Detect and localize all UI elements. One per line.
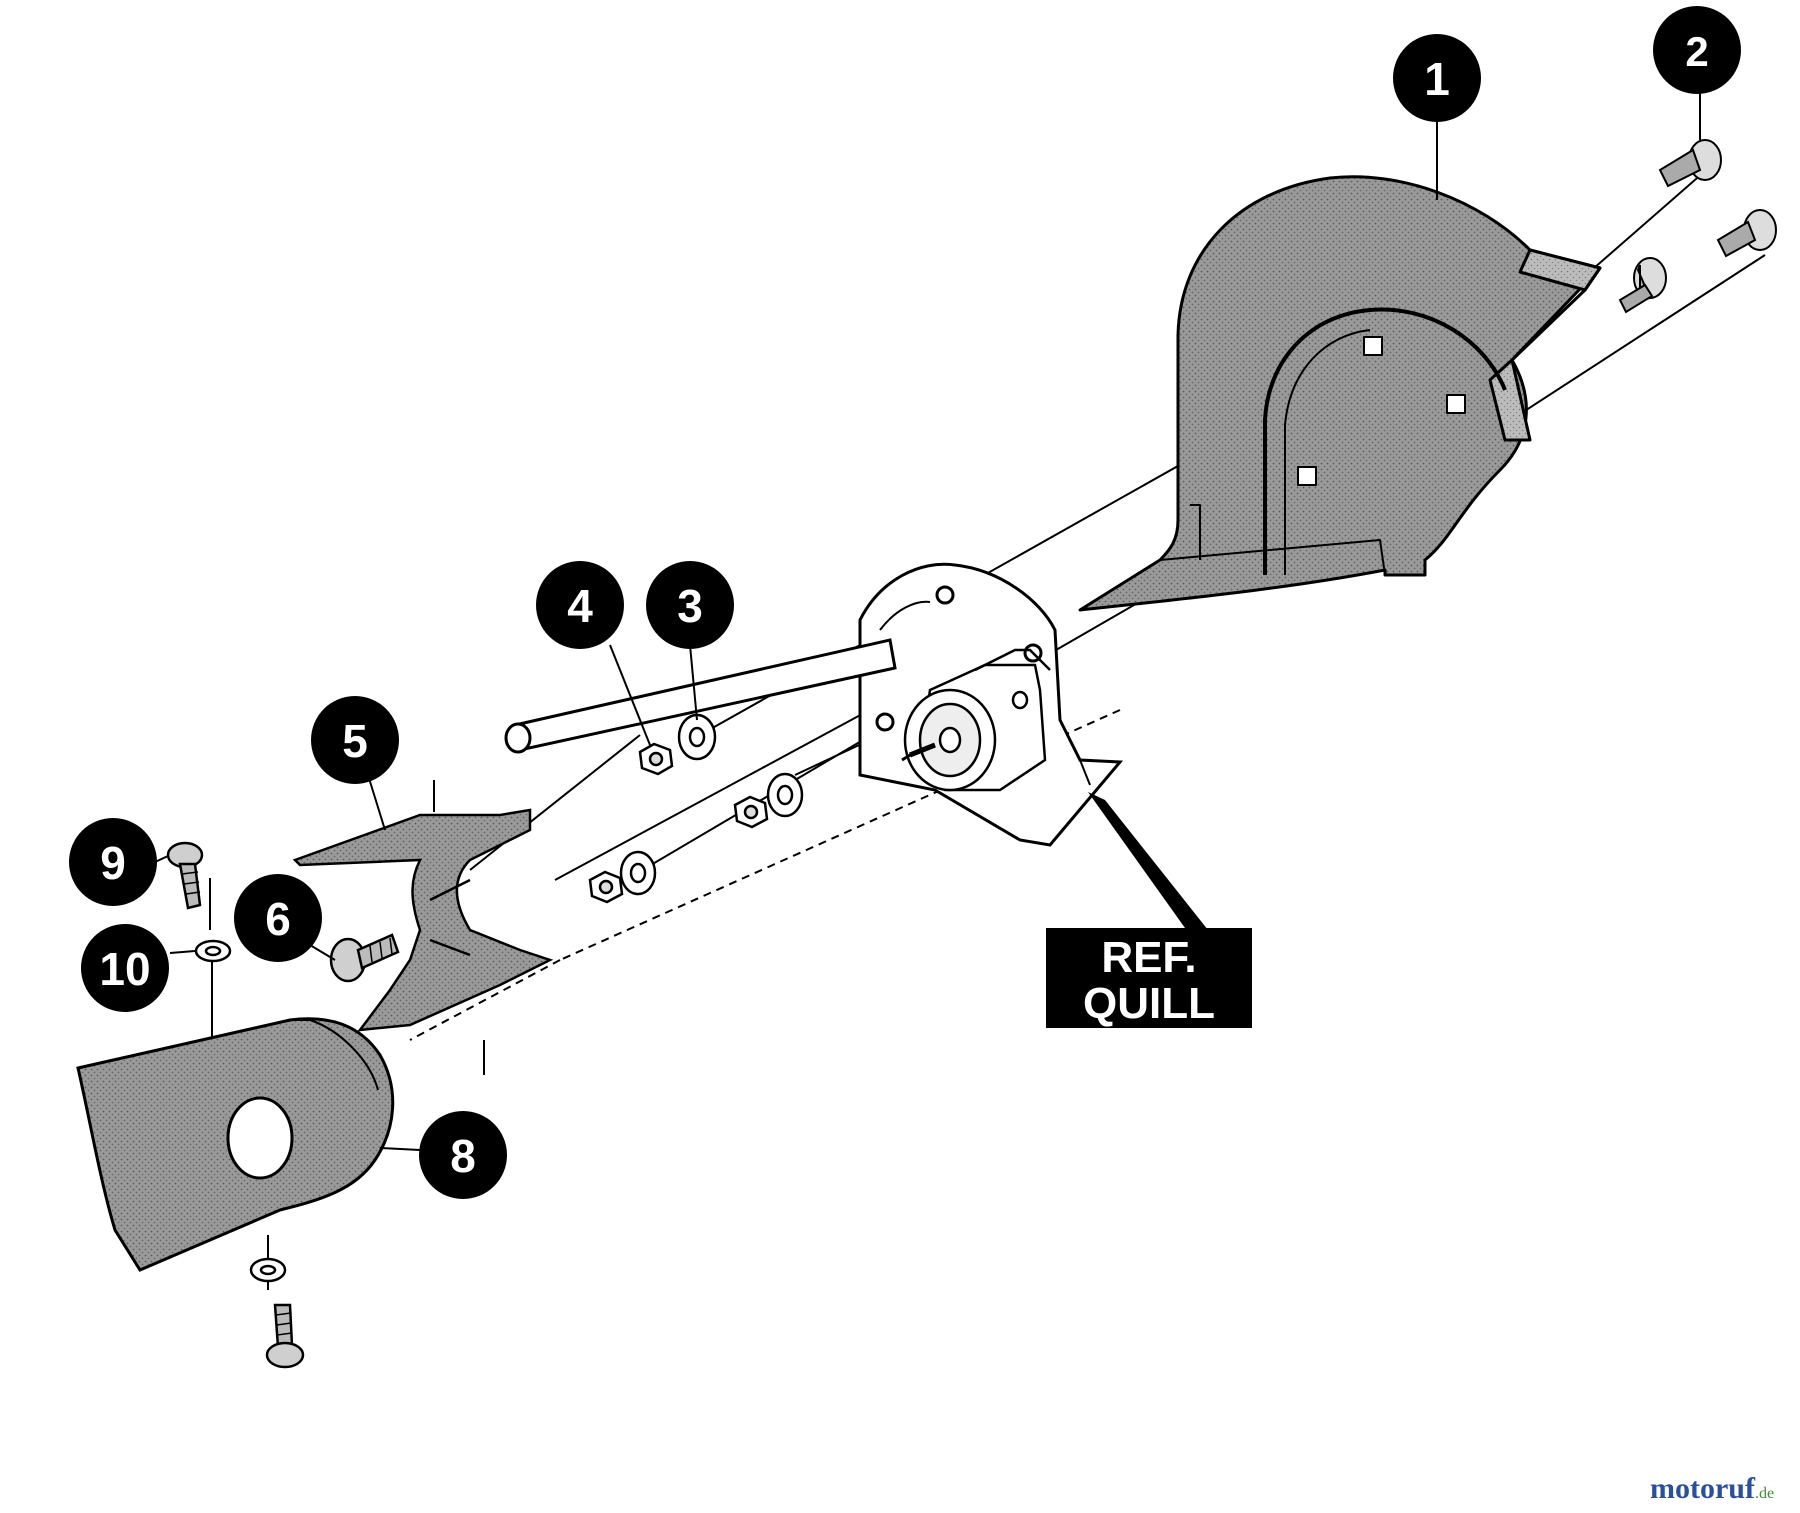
callout-3: 3 [646,561,734,649]
mount-bracket-5 [292,808,554,1032]
nut-low [588,870,624,904]
nut-4 [638,742,674,776]
shaft-tube [504,638,897,754]
callout-2-label: 2 [1685,28,1708,75]
ref-quill-line1: REF. [1101,933,1196,982]
screw-9 [166,841,204,910]
washer-10 [194,939,232,963]
callout-6: 6 [234,874,322,962]
watermark-logo: motoruf.de [1650,1472,1774,1505]
callout-3-label: 3 [677,580,703,632]
leader-lines [154,90,1701,1151]
callout-10-label: 10 [99,943,150,995]
washer-bottom [249,1257,287,1283]
nut-mid [733,795,769,829]
washer-low [619,850,657,896]
belt-guard-cover [1078,175,1602,612]
callout-2: 2 [1653,6,1741,94]
callout-1: 1 [1393,34,1481,122]
callout-4: 4 [536,561,624,649]
callout-4-label: 4 [567,580,593,632]
callout-8: 8 [419,1111,507,1199]
screw-6 [329,933,400,983]
callout-1-label: 1 [1424,53,1450,105]
screw-top-1 [1658,139,1722,188]
callout-5: 5 [311,696,399,784]
callout-5-label: 5 [342,715,368,767]
callout-10: 10 [81,924,169,1012]
ref-quill-box: REF. QUILL [1046,928,1252,1028]
callout-6-label: 6 [265,893,291,945]
screw-top-2 [1716,209,1777,258]
screw-bottom [265,1303,305,1369]
washer-mid [766,772,804,818]
washer-3 [677,713,717,761]
callout-8-label: 8 [450,1130,476,1182]
screw-top-3 [1618,257,1667,314]
callout-9-label: 9 [100,837,126,889]
callout-9: 9 [69,818,157,906]
ref-quill-leader [1088,792,1208,935]
watermark-brand: motoruf.de [1650,1472,1774,1505]
lower-guard-8 [76,1017,395,1272]
pulley-motor [901,648,1051,792]
ref-quill-line2: QUILL [1083,979,1215,1028]
